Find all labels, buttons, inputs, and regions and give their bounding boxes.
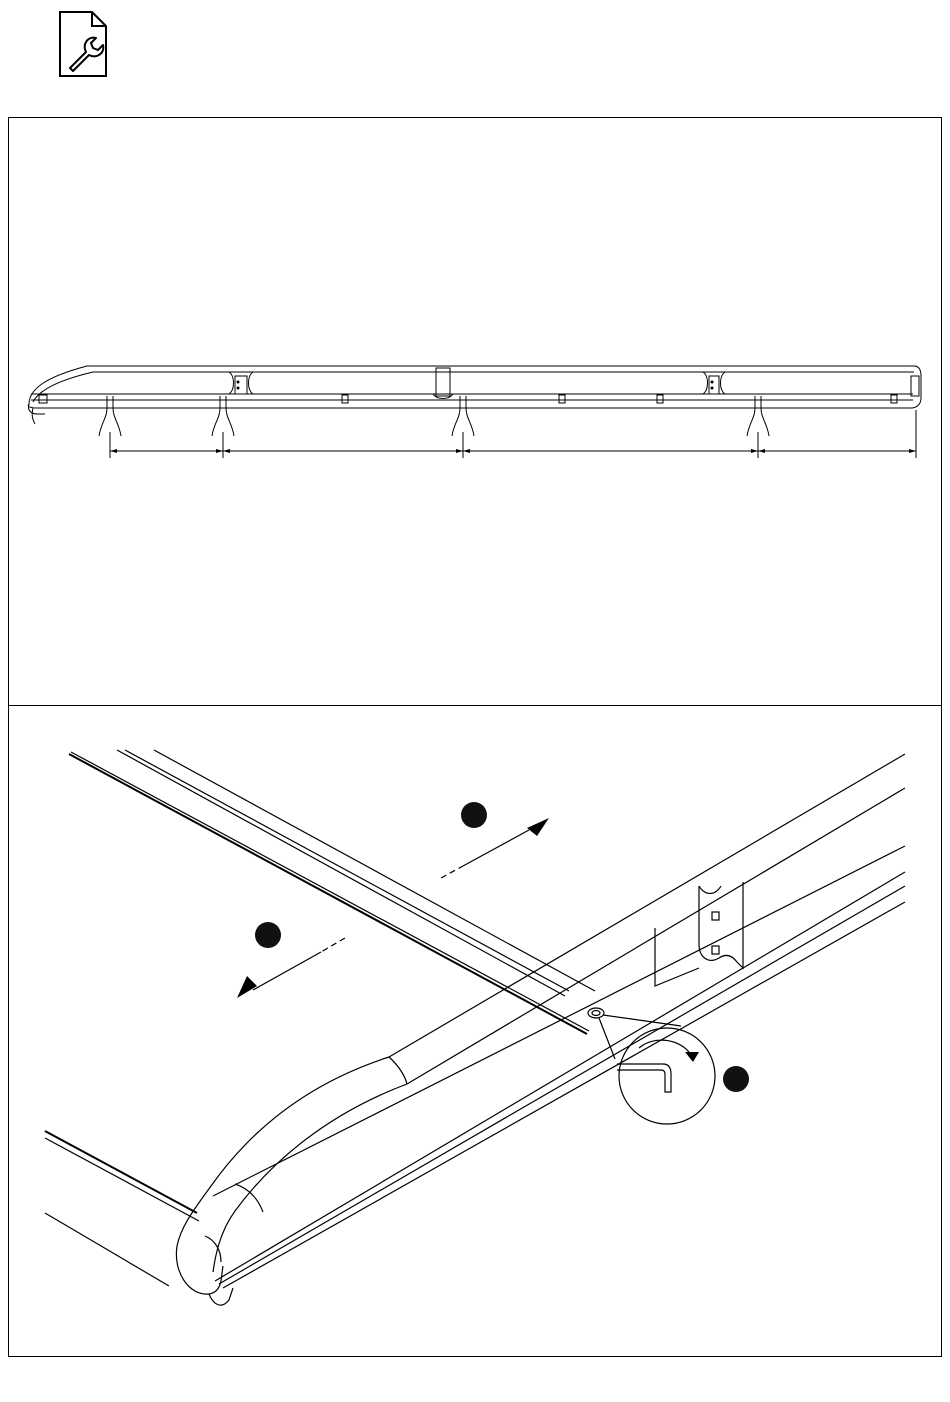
rail-joint: [229, 372, 253, 394]
foot-2: [212, 396, 234, 436]
rail-profile-drawing: [9, 118, 943, 707]
service-document-icon: [58, 10, 110, 80]
step-marker-3: [723, 1066, 749, 1092]
foot-1: [99, 396, 121, 436]
foot-4: [747, 396, 769, 436]
rail-joint: [703, 372, 725, 394]
tightening-detail-panel: [8, 705, 942, 1357]
step-marker-1: [461, 802, 487, 828]
step-marker-2: [255, 922, 281, 948]
rail-profile-panel: [8, 117, 942, 706]
foot-3: [452, 396, 474, 436]
